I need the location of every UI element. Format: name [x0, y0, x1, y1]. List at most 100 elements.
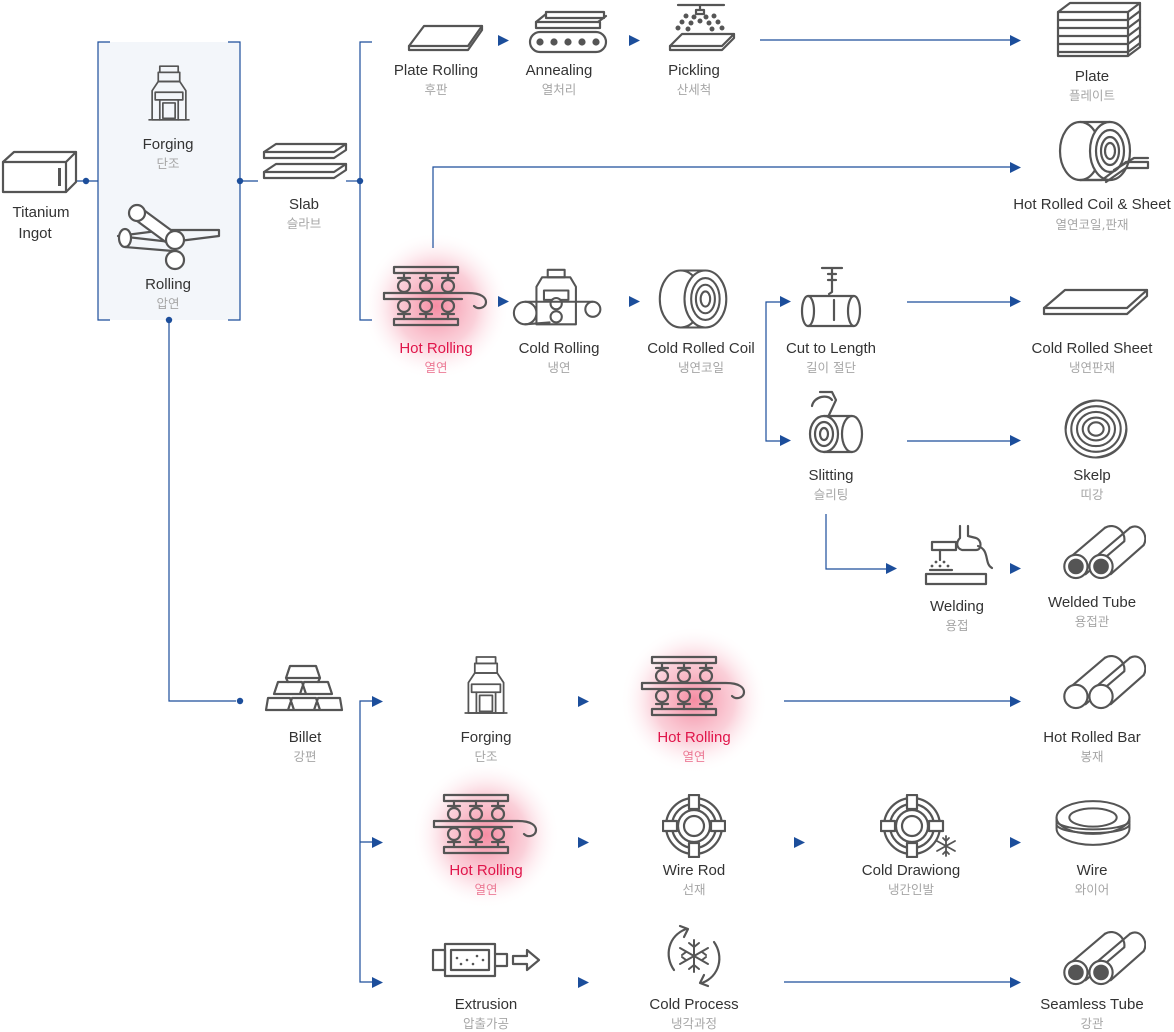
wire-rod-icon	[662, 794, 726, 858]
hot-rolling-3-highlight	[412, 761, 560, 909]
cut-to-length-sublabel: 길이 절단	[806, 360, 856, 375]
cold-process-sublabel: 냉각과정	[671, 1016, 717, 1031]
hot-rolling-2-sublabel: 열연	[682, 749, 705, 764]
node-cold-drawing: Cold Drawiong 냉간인발	[862, 794, 960, 897]
spray-icon	[668, 3, 736, 52]
hot-rolling-1-sublabel: 열연	[424, 360, 447, 375]
node-hot-rolled-coil-sheet: Hot Rolled Coil & Sheet 열연코일,판재	[1013, 120, 1172, 232]
node-wire: Wire 와이어	[1055, 800, 1131, 897]
hot-rolling-3-sublabel: 열연	[474, 882, 497, 897]
slitting-sublabel: 슬리팅	[814, 487, 849, 502]
slab-sublabel: 슬라브	[287, 216, 322, 231]
hot-rolling-3-label: Hot Rolling	[449, 862, 522, 879]
cold-rolled-sheet-sublabel: 냉연판재	[1069, 360, 1115, 375]
node-rolling-top: Rolling 압연	[116, 203, 221, 311]
link-slit-welding	[825, 514, 886, 570]
cold-drawing-label: Cold Drawiong	[862, 862, 960, 879]
annealing-sublabel: 열처리	[542, 82, 577, 97]
plate-sublabel: 플레이트	[1069, 88, 1115, 103]
cold-rolled-sheet-label: Cold Rolled Sheet	[1032, 340, 1154, 357]
cold-rolling-mill-icon	[512, 268, 602, 326]
hot-rolling-1-highlight	[362, 232, 510, 380]
node-hot-rolling-3: Hot Rolling 열연	[432, 793, 538, 897]
strip-coil-icon	[1064, 399, 1128, 459]
node-cold-process: Cold Process 냉각과정	[649, 924, 739, 1031]
coil-sheet-icon	[1058, 120, 1150, 184]
conveyor-icon	[528, 10, 608, 54]
node-plate-rolling: Plate Rolling 후판	[394, 24, 484, 97]
titanium-ingot-label: Titanium	[13, 204, 70, 221]
titanium-ingot-label-2: Ingot	[18, 225, 52, 242]
slitting-icon	[808, 390, 864, 454]
cut-to-length-label: Cut to Length	[786, 340, 876, 357]
plate-rolling-label: Plate Rolling	[394, 62, 478, 79]
link-billet-bracket	[359, 700, 372, 983]
link-bracket-cut-slit	[765, 301, 780, 442]
cold-rolled-coil-sublabel: 냉연코일	[678, 360, 724, 375]
bars-icon	[1063, 654, 1146, 710]
node-cold-rolled-coil: Cold Rolled Coil 냉연코일	[647, 269, 755, 375]
node-wire-rod: Wire Rod 선재	[662, 794, 726, 897]
node-extrusion: Extrusion 압출가공	[431, 942, 541, 1031]
node-hot-rolled-bar: Hot Rolled Bar 봉재	[1043, 654, 1146, 764]
node-hot-rolling-1: Hot Rolling 열연	[382, 265, 488, 375]
node-pickling: Pickling 산세척	[668, 3, 736, 97]
rolling-top-label: Rolling	[145, 276, 191, 293]
tubes-icon	[1063, 930, 1146, 986]
seamless-tube-sublabel: 강관	[1080, 1016, 1104, 1031]
node-cold-rolled-sheet: Cold Rolled Sheet 냉연판재	[1032, 288, 1154, 375]
forging-top-label: Forging	[143, 136, 194, 153]
welded-tube-label: Welded Tube	[1048, 594, 1136, 611]
node-skelp: Skelp 띠강	[1064, 399, 1128, 502]
billet-label: Billet	[289, 729, 322, 746]
billet-stack-icon	[264, 664, 344, 712]
forging-bottom-sublabel: 단조	[474, 749, 497, 764]
rolling-top-sublabel: 압연	[156, 296, 179, 311]
wire-rod-sublabel: 선재	[682, 882, 705, 897]
extrusion-icon	[431, 942, 541, 978]
welding-sublabel: 용접	[945, 618, 968, 633]
node-forging-bottom: Forging 단조	[461, 655, 512, 764]
hot-rolled-bar-label: Hot Rolled Bar	[1043, 729, 1141, 746]
node-forging-top: Forging 단조	[143, 65, 194, 171]
cold-process-label: Cold Process	[649, 996, 738, 1013]
cutter-icon	[800, 266, 862, 328]
hot-rolling-1-label: Hot Rolling	[399, 340, 472, 357]
node-cold-rolling: Cold Rolling 냉연	[512, 268, 602, 375]
tubes-icon	[1063, 524, 1146, 580]
slitting-label: Slitting	[808, 467, 853, 484]
skelp-sublabel: 띠강	[1080, 487, 1104, 502]
cold-process-icon	[667, 924, 721, 988]
welding-label: Welding	[930, 598, 984, 615]
coil-icon	[658, 269, 728, 329]
wire-rod-label: Wire Rod	[663, 862, 726, 879]
plate-label: Plate	[1075, 68, 1109, 85]
node-welded-tube: Welded Tube 용접관	[1048, 524, 1146, 629]
node-seamless-tube: Seamless Tube 강관	[1040, 930, 1146, 1031]
pickling-sublabel: 산세척	[677, 82, 712, 97]
ingot-icon	[1, 150, 78, 194]
forging-bottom-label: Forging	[461, 729, 512, 746]
wire-label: Wire	[1077, 862, 1108, 879]
skelp-label: Skelp	[1073, 467, 1111, 484]
cold-drawing-sublabel: 냉간인발	[888, 882, 935, 897]
node-slab: Slab 슬라브	[262, 142, 348, 231]
link-hotrolling-coil-sheet	[432, 166, 1012, 248]
cold-rolled-coil-label: Cold Rolled Coil	[647, 340, 755, 357]
cold-rolling-label: Cold Rolling	[519, 340, 600, 357]
forging-press-icon	[464, 655, 508, 715]
welding-icon	[924, 524, 994, 586]
wire-sublabel: 와이어	[1075, 882, 1110, 897]
flow-dots	[82, 177, 364, 705]
node-plate: Plate 플레이트	[1056, 1, 1142, 103]
hot-rolled-bar-sublabel: 봉재	[1080, 749, 1103, 764]
extrusion-label: Extrusion	[455, 996, 518, 1013]
extrusion-sublabel: 압출가공	[463, 1016, 509, 1031]
node-cut-to-length: Cut to Length 길이 절단	[786, 266, 876, 375]
node-hot-rolling-2: Hot Rolling 열연	[640, 655, 746, 764]
plate-icon	[407, 24, 484, 52]
hot-rolled-coil-sheet-label: Hot Rolled Coil & Sheet	[1013, 196, 1171, 213]
pickling-label: Pickling	[668, 62, 720, 79]
annealing-label: Annealing	[526, 62, 593, 79]
